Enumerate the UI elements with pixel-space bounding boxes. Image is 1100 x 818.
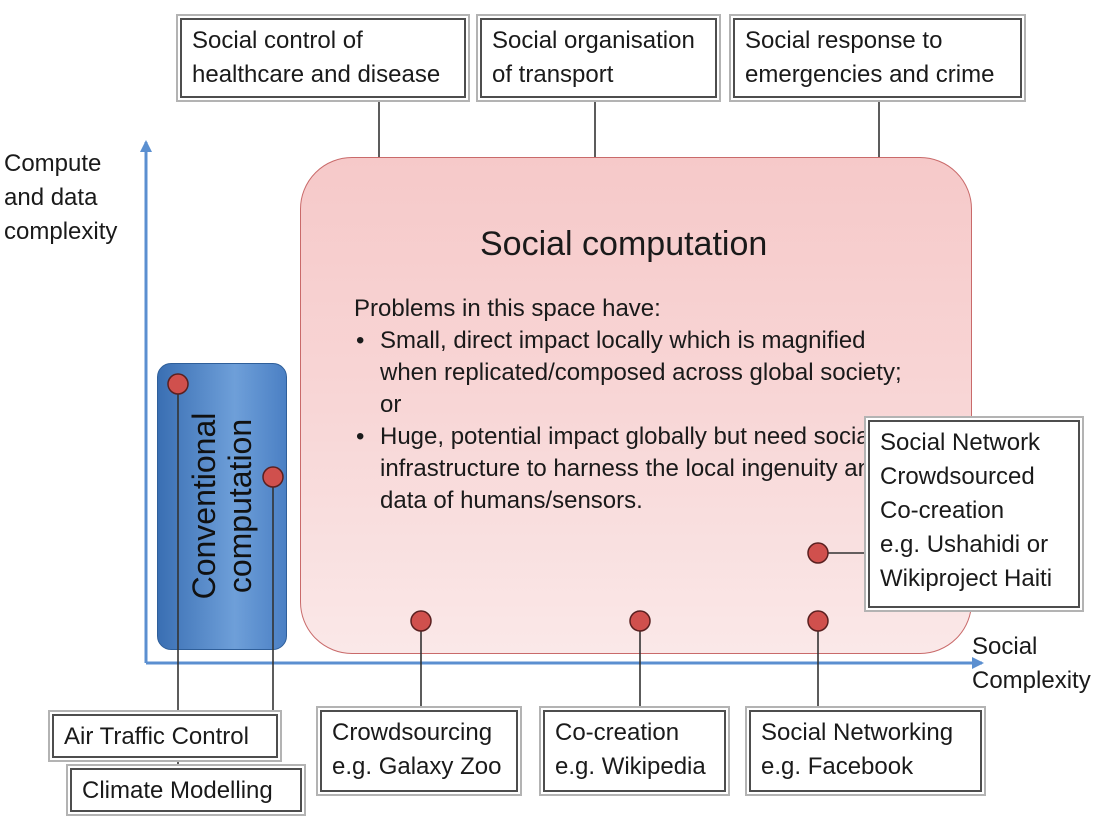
social-computation-title: Social computation (480, 225, 768, 263)
marker-co-creation (629, 610, 651, 632)
marker-climate (167, 373, 189, 395)
box-transport: Social organisation of transport (480, 18, 717, 98)
marker-social-networking (807, 610, 829, 632)
x-axis-label: Social Complexity (972, 633, 1091, 694)
box-emergencies: Social response to emergencies and crime (733, 18, 1022, 98)
box-air-traffic-control: Air Traffic Control (52, 714, 278, 758)
y-axis-label: Compute and data complexity (4, 150, 118, 245)
marker-ushahidi (807, 542, 829, 564)
marker-crowdsourcing (410, 610, 432, 632)
box-social-networking: Social Networking e.g. Facebook (749, 710, 982, 792)
bullet-item: Small, direct impact locally which is ma… (356, 325, 914, 421)
box-climate-modelling: Climate Modelling (70, 768, 302, 812)
social-computation-intro: Problems in this space have: (354, 295, 661, 322)
social-computation-description: Problems in this space have: Small, dire… (354, 293, 914, 517)
box-co-creation: Co-creation e.g. Wikipedia (543, 710, 726, 792)
box-ushahidi: Social Network Crowdsourced Co-creation … (868, 420, 1080, 608)
box-crowdsourcing: Crowdsourcing e.g. Galaxy Zoo (320, 710, 518, 792)
box-healthcare: Social control of healthcare and disease (180, 18, 466, 98)
social-computation-bullets: Small, direct impact locally which is ma… (354, 325, 914, 517)
bullet-item: Huge, potential impact globally but need… (356, 421, 914, 517)
marker-air-traffic (262, 466, 284, 488)
